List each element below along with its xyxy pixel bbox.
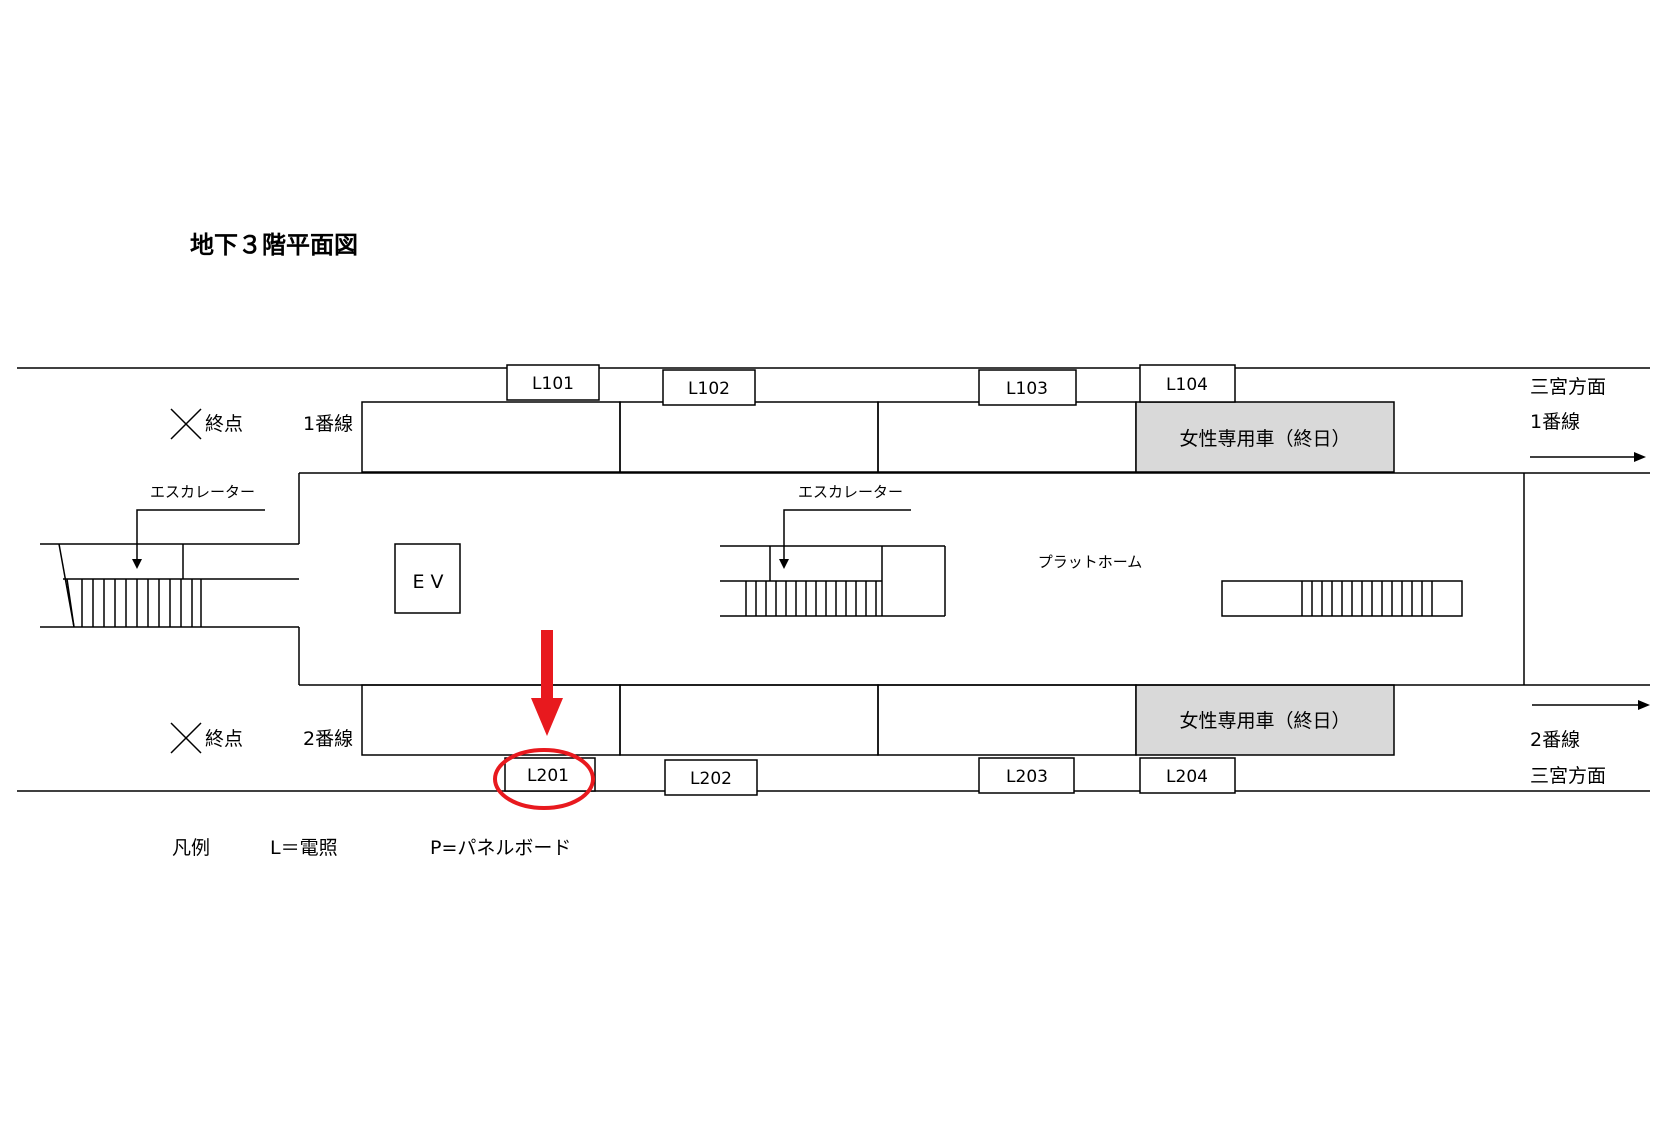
left-escalator-steps	[66, 578, 193, 628]
light-box-l101	[506, 364, 600, 401]
middle-escalator-leader	[783, 509, 911, 561]
track2-car-3	[877, 684, 1137, 756]
track1-women-car-label: 女性専用車（終日）	[1179, 428, 1350, 450]
light-label-l203: L203	[1006, 767, 1048, 787]
light-box-l204	[1139, 757, 1236, 794]
page-title: 地下３階平面図	[190, 231, 358, 259]
light-box-l102	[662, 369, 756, 406]
track1-direction: 三宮方面	[1530, 376, 1606, 398]
track2-direction: 三宮方面	[1530, 765, 1606, 787]
middle-escalator-steps	[745, 581, 877, 616]
track1-cars: 女性専用車（終日）	[361, 401, 1395, 473]
track1-car-2	[619, 401, 879, 473]
light-box-l203	[978, 757, 1075, 794]
track2-women-car-label: 女性専用車（終日）	[1179, 710, 1350, 732]
track2-car-1	[361, 684, 621, 756]
left-escalator-leader	[136, 509, 265, 561]
elevator-box	[394, 543, 461, 614]
track1-women-car	[1135, 401, 1395, 473]
lights-bottom: L201 L202 L203 L204	[504, 757, 1236, 796]
light-box-l202	[664, 759, 758, 796]
track2-end-marker: 終点	[170, 722, 243, 754]
elevator-label: E V	[412, 571, 443, 593]
track2-right-label: 2番線	[1530, 729, 1580, 751]
highlight-circle	[493, 748, 595, 810]
legend-lighting: L＝電照	[270, 837, 338, 859]
left-escalator-arrowhead	[132, 559, 142, 569]
light-box-l201	[504, 757, 596, 792]
right-stairs-steps	[1301, 581, 1433, 616]
highlight-arrow-shaft	[541, 630, 553, 700]
track1-label: 1番線	[303, 413, 353, 435]
light-box-l104	[1139, 364, 1236, 403]
middle-escalator-arrowhead	[779, 559, 789, 569]
light-label-l104: L104	[1166, 375, 1208, 395]
legend-panel: P=パネルボード	[430, 837, 571, 859]
track2-car-2	[619, 684, 879, 756]
lights-top: L101 L102 L103 L104	[506, 364, 1236, 406]
track1-car-1	[361, 401, 621, 473]
light-label-l202: L202	[690, 769, 732, 789]
light-box-l103	[978, 369, 1077, 406]
light-label-l103: L103	[1006, 379, 1048, 399]
legend-title: 凡例	[172, 837, 210, 859]
light-label-l201: L201	[527, 766, 569, 786]
track2-end-label: 終点	[205, 728, 243, 750]
track2-cars: 女性専用車（終日）	[361, 684, 1395, 756]
elevator: E V	[394, 543, 461, 614]
platform-label: プラットホーム	[1038, 553, 1143, 571]
left-escalator: エスカレーター	[58, 483, 299, 628]
legend: 凡例 L＝電照 P=パネルボード	[172, 837, 571, 859]
middle-escalator-label: エスカレーター	[798, 483, 903, 501]
right-stairs	[1221, 580, 1463, 617]
middle-escalator: エスカレーター	[720, 483, 946, 617]
light-label-l101: L101	[532, 374, 574, 394]
track2-label: 2番線	[303, 728, 353, 750]
highlight-marker	[493, 630, 595, 810]
track2-arrowhead	[1638, 700, 1650, 710]
left-escalator-label: エスカレーター	[150, 483, 255, 501]
track1-right-label: 1番線	[1530, 411, 1580, 433]
track1-end-marker: 終点	[170, 408, 243, 440]
light-label-l204: L204	[1166, 767, 1208, 787]
track1-car-3	[877, 401, 1137, 473]
platform-outline	[40, 472, 1650, 686]
light-label-l102: L102	[688, 379, 730, 399]
highlight-arrowhead	[531, 698, 563, 736]
track1-arrowhead	[1634, 452, 1646, 462]
track1-end-label: 終点	[205, 413, 243, 435]
